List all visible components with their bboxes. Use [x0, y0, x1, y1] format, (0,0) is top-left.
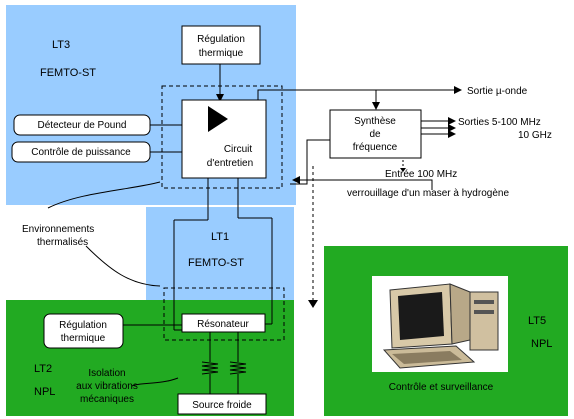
sorties-line2: 10 GHz — [518, 130, 552, 141]
entree-label: Entrée 100 MHz — [385, 169, 457, 180]
enclosure-bottom — [163, 287, 285, 341]
controle-label: Contrôle de puissance — [31, 147, 131, 158]
isolation-line1: Isolation — [88, 368, 125, 379]
box-synthese — [329, 109, 422, 159]
lt3-org: FEMTO-ST — [40, 67, 96, 79]
lt5-org: NPL — [531, 338, 552, 350]
isolation-line3: mécaniques — [80, 394, 134, 405]
box-circuit — [181, 99, 267, 179]
synthese-line2: de — [369, 129, 381, 140]
regulation-top-line1: Régulation — [197, 34, 245, 45]
resonateur-label: Résonateur — [197, 319, 249, 330]
amplifier-icon — [208, 106, 228, 132]
computer-icon — [372, 276, 508, 372]
regulation-top-line2: thermique — [199, 48, 244, 59]
verrouillage-label: verrouillage d'un maser à hydrogène — [347, 188, 509, 199]
regulation-bottom-line2: thermique — [61, 333, 106, 344]
environnements-line2: thermalisés — [37, 237, 88, 248]
regulation-bottom-line1: Régulation — [59, 320, 107, 331]
synthese-line1: Synthèse — [354, 116, 396, 127]
lt5-name: LT5 — [528, 315, 546, 327]
environnements-line1: Environnements — [22, 224, 94, 235]
arrowheads — [216, 86, 462, 308]
box-controle — [11, 141, 151, 163]
box-source — [177, 393, 267, 415]
box-regulation-bottom — [43, 313, 124, 349]
box-regulation-top — [181, 25, 261, 65]
sorties-line1: Sorties 5-100 MHz — [458, 117, 541, 128]
sortie-onde-label: Sortie µ-onde — [467, 86, 528, 97]
lt1-org: FEMTO-ST — [188, 257, 244, 269]
enclosure-top — [161, 85, 283, 189]
isolation-line2: aux vibrations — [76, 381, 138, 392]
box-detecteur — [13, 114, 151, 136]
detecteur-label: Détecteur de Pound — [38, 120, 127, 131]
lt3-name: LT3 — [52, 39, 70, 51]
box-resonateur — [181, 313, 266, 333]
circuit-line1: Circuit — [224, 144, 253, 155]
lt1-name: LT1 — [211, 231, 229, 243]
synthese-line3: fréquence — [353, 142, 398, 153]
controle-surveillance-label: Contrôle et surveillance — [389, 382, 494, 393]
spring-icon — [201, 361, 247, 375]
source-label: Source froide — [192, 400, 252, 411]
lt2-name: LT2 — [34, 363, 52, 375]
circuit-line2: d'entretien — [207, 158, 253, 169]
lt2-org: NPL — [34, 386, 55, 398]
callout-lines — [47, 181, 179, 387]
